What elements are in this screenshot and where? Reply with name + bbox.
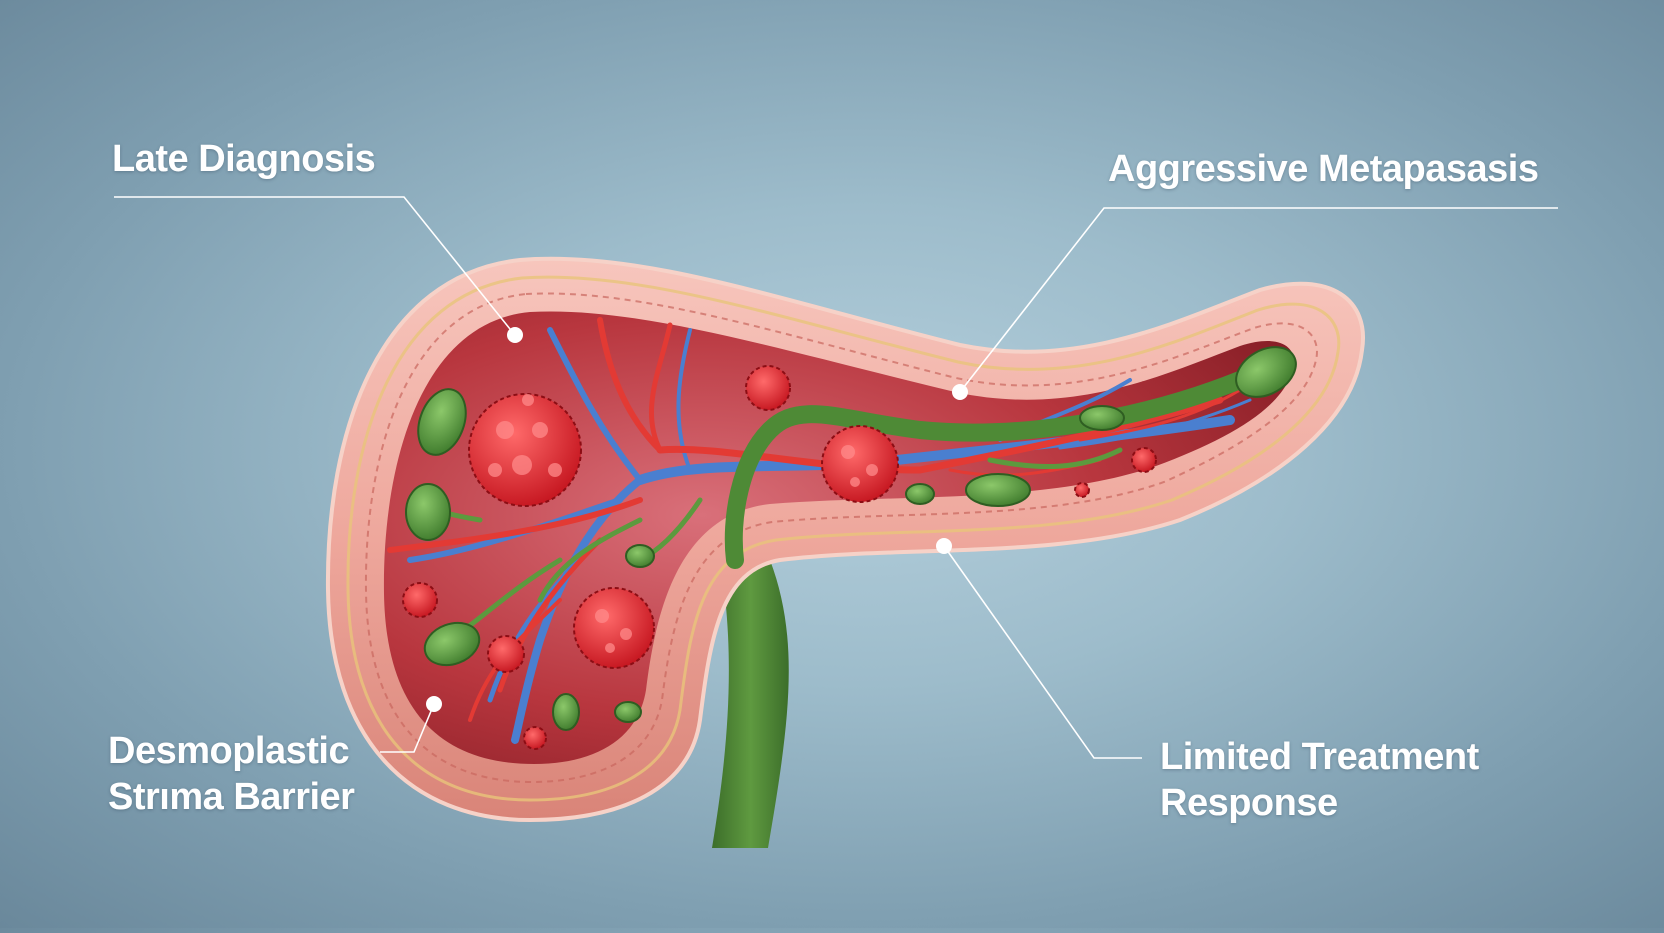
callout-line-late-diagnosis <box>114 196 515 335</box>
label-late-diagnosis-text: Late Diagnosis <box>112 138 376 180</box>
label-desmoplastic-line2: Strıma Barrier <box>108 776 355 818</box>
callout-dots <box>426 327 968 712</box>
callout-dot-late-diagnosis <box>507 327 523 343</box>
wall-layer-line <box>364 292 1318 784</box>
bile-duct-lower <box>712 560 789 848</box>
callout-dot-desmoplastic <box>426 696 442 712</box>
label-aggressive-metastasis: Aggressive Metapasasis <box>1108 146 1539 192</box>
label-limited-line2: Response <box>1160 782 1338 824</box>
wall-layer-line <box>346 275 1341 802</box>
callout-line-metastasis <box>959 207 1558 393</box>
label-limited-line1: Limited Treatment <box>1160 736 1479 778</box>
acinar-cells <box>405 346 1297 731</box>
callout-dot-metastasis <box>952 384 968 400</box>
tumor-clusters <box>402 365 1157 750</box>
callout-line-desmoplastic <box>380 703 435 753</box>
label-aggressive-metastasis-text: Aggressive Metapasasis <box>1108 148 1539 190</box>
callout-line-limited <box>943 545 1142 759</box>
label-limited-treatment: Limited Treatment Response <box>1160 734 1479 826</box>
tumor-texture <box>488 394 878 653</box>
label-desmoplastic-line1: Desmoplastic <box>108 730 350 772</box>
artery-network <box>387 317 1242 722</box>
label-desmoplastic-barrier: Desmoplastic Strıma Barrier <box>108 728 355 820</box>
callout-lines <box>114 196 1558 759</box>
callout-dot-limited <box>936 538 952 554</box>
label-late-diagnosis: Late Diagnosis <box>112 136 376 182</box>
